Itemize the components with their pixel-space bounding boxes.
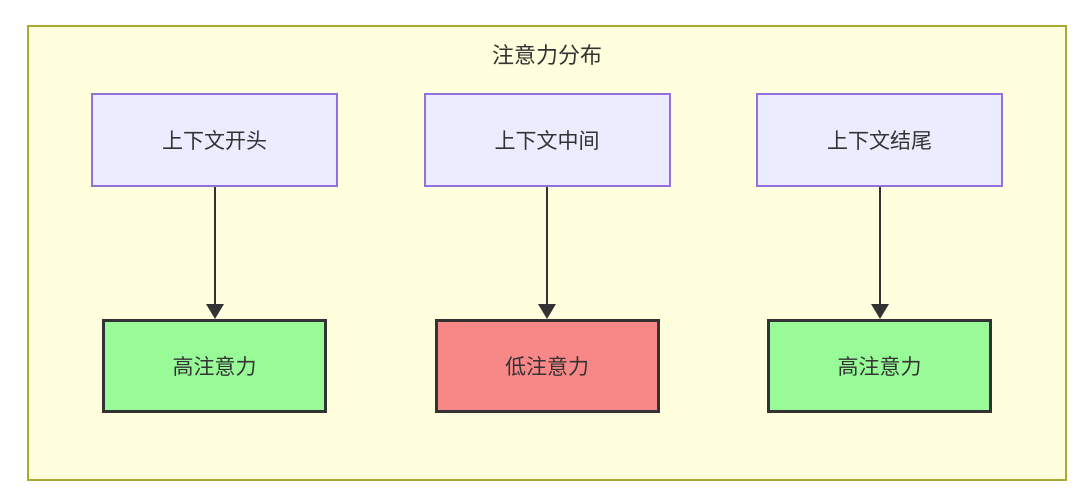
- node-high-attention-2-label: 高注意力: [837, 355, 922, 379]
- attention-distribution-subgraph: 注意力分布 上下文开头 高注意力 上下文中间 低注意力: [27, 25, 1067, 481]
- node-low-attention[interactable]: 低注意力: [434, 319, 660, 413]
- node-context-end[interactable]: 上下文结尾: [756, 93, 1003, 187]
- node-high-attention-1-label: 高注意力: [172, 355, 257, 379]
- arrow-line: [546, 187, 548, 304]
- flow-column-context-middle: 上下文中间 低注意力: [423, 93, 671, 413]
- arrow-line: [878, 187, 881, 304]
- node-high-attention-2[interactable]: 高注意力: [767, 319, 992, 413]
- arrow-context-middle-to-attention: [538, 187, 556, 319]
- arrow-line: [213, 187, 216, 304]
- flow-column-context-end: 上下文结尾 高注意力: [756, 93, 1003, 413]
- node-context-middle-label: 上下文中间: [494, 129, 600, 153]
- arrow-context-end-to-attention: [870, 187, 889, 319]
- node-context-middle[interactable]: 上下文中间: [423, 93, 671, 187]
- arrow-context-start-to-attention: [205, 187, 224, 319]
- diagram-title: 注意力分布: [491, 44, 602, 69]
- arrow-head-icon: [870, 304, 889, 319]
- node-context-end-label: 上下文结尾: [827, 129, 932, 153]
- node-high-attention-1[interactable]: 高注意力: [102, 319, 327, 413]
- arrow-head-icon: [538, 304, 556, 319]
- node-context-start-label: 上下文开头: [162, 129, 267, 153]
- flow-column-context-start: 上下文开头 高注意力: [91, 93, 338, 413]
- arrow-head-icon: [205, 304, 224, 319]
- flow-columns: 上下文开头 高注意力 上下文中间 低注意力 上下文结: [29, 93, 1065, 413]
- node-low-attention-label: 低注意力: [505, 355, 589, 379]
- node-context-start[interactable]: 上下文开头: [91, 93, 338, 187]
